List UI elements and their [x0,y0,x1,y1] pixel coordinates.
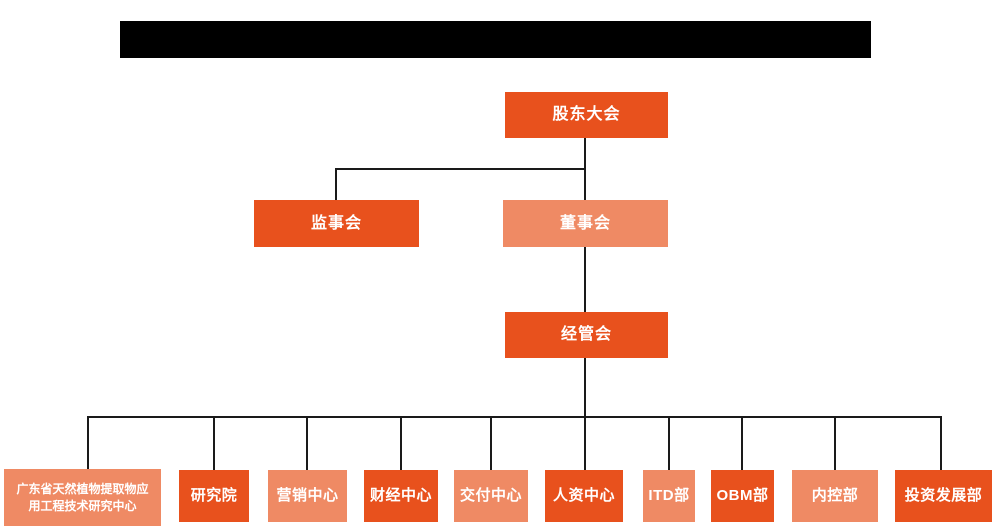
connector-drop-research-institute [213,416,215,470]
connector-management-down [584,357,586,470]
redacted-title-bar [120,21,871,58]
org-node-internal-control-department: 内控部 [792,470,878,522]
org-node-marketing-center: 营销中心 [268,470,347,522]
org-node-management-committee: 经管会 [505,312,668,358]
connector-drop-investment-dev [940,416,942,470]
org-node-hr-center: 人资中心 [545,470,623,522]
org-node-research-institute: 研究院 [179,470,249,522]
org-node-delivery-center: 交付中心 [454,470,528,522]
connector-drop-delivery-center [490,416,492,470]
connector-drop-marketing-center [306,416,308,470]
org-node-shareholders-meeting: 股东大会 [505,92,668,138]
connector-drop-itd-department [668,416,670,470]
connector-level4-horizontal [87,416,942,418]
connector-board-to-management [584,247,586,312]
connector-supervisory-drop [335,168,337,200]
connector-drop-obm-department [741,416,743,470]
org-node-investment-development-department: 投资发展部 [895,470,992,522]
org-node-finance-center: 财经中心 [364,470,438,522]
org-node-board-of-directors: 董事会 [503,200,668,247]
org-node-itd-department: ITD部 [643,470,695,522]
connector-drop-internal-control [834,416,836,470]
connector-drop-research-center [87,416,89,470]
org-node-supervisory-board: 监事会 [254,200,419,247]
org-node-gd-research-center: 广东省天然植物提取物应 用工程技术研究中心 [4,469,161,526]
connector-level2-horizontal [336,168,586,170]
connector-drop-finance-center [400,416,402,470]
org-node-obm-department: OBM部 [711,470,774,522]
